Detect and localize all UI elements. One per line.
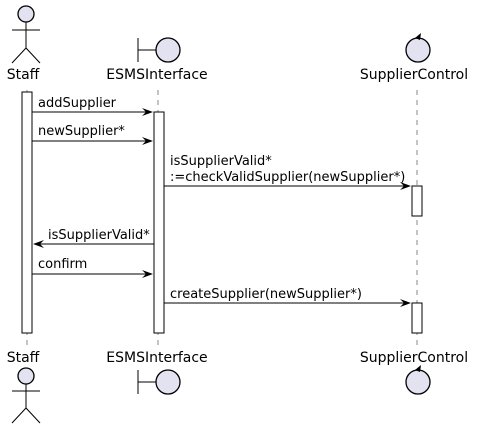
activation-esmsinterface (153, 111, 165, 334)
control-icon-top (405, 33, 431, 63)
participant-esmsinterface-top: ESMSInterface (106, 67, 207, 83)
participant-staff-bottom: Staff (7, 350, 40, 366)
message-label: newSupplier* (38, 124, 125, 139)
activation-suppliercontrol-2 (411, 302, 423, 334)
control-icon-bottom (405, 365, 431, 395)
message-label: confirm (38, 257, 87, 272)
message-arrow-2 (32, 137, 153, 145)
message-arrow-4 (33, 240, 154, 248)
message-label: isSupplierValid* (48, 228, 150, 243)
actor-icon-top (11, 5, 41, 64)
message-label: addSupplier (38, 96, 117, 111)
message-label: isSupplierValid* (170, 154, 272, 169)
participant-esmsinterface-bottom: ESMSInterface (106, 350, 207, 366)
activation-staff (21, 91, 33, 334)
actor-icon-bottom (11, 367, 41, 424)
participant-staff-top: Staff (7, 67, 40, 83)
message-arrow-5 (32, 270, 153, 278)
message-arrow-6 (164, 299, 411, 307)
message-arrow-3 (164, 182, 411, 190)
activation-suppliercontrol-1 (411, 185, 423, 217)
boundary-icon-top (137, 37, 181, 63)
message-arrow-1 (32, 108, 153, 116)
boundary-icon-bottom (137, 369, 181, 395)
message-label: createSupplier(newSupplier*) (170, 287, 362, 302)
participant-suppliercontrol-bottom: SupplierControl (360, 350, 468, 366)
participant-suppliercontrol-top: SupplierControl (360, 67, 468, 83)
message-label: :=checkValidSupplier(newSupplier*) (170, 170, 405, 185)
